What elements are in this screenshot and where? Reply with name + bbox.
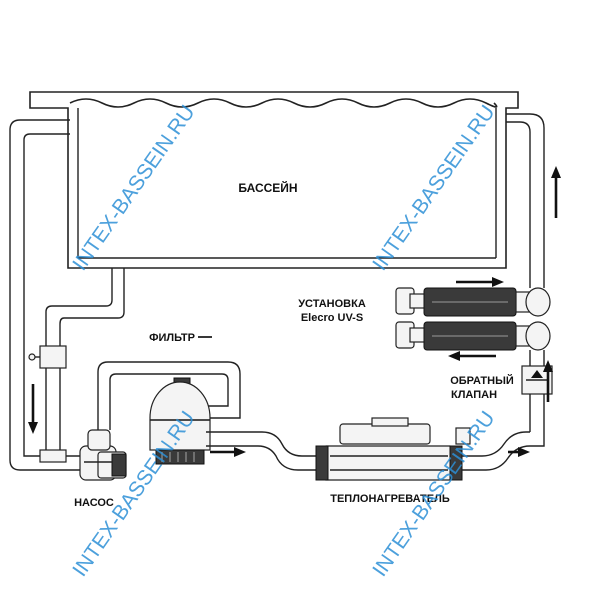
arrow-right-filter-out bbox=[210, 447, 246, 457]
arrow-up-check-valve bbox=[543, 360, 553, 402]
pool: БАССЕЙН bbox=[29, 91, 519, 269]
check-valve-label-line2: КЛАПАН bbox=[451, 389, 497, 401]
heater: ТЕПЛОНАГРЕВАТЕЛЬ bbox=[315, 417, 471, 505]
filter-label: ФИЛЬТР bbox=[149, 332, 195, 344]
return-pipe bbox=[506, 113, 545, 288]
arrow-up-return bbox=[551, 166, 561, 218]
pump: НАСОС bbox=[74, 429, 127, 509]
left-pipe bbox=[9, 119, 125, 471]
check-valve-label-line1: ОБРАТНЫЙ bbox=[450, 374, 514, 387]
uv-label-line2: Elecro UV-S bbox=[301, 312, 363, 324]
arrow-right-heater-out bbox=[508, 447, 530, 457]
arrow-down-left bbox=[28, 384, 38, 434]
pump-to-filter-pipe bbox=[97, 361, 241, 430]
uv-unit-bottom bbox=[395, 321, 551, 351]
pool-label: БАССЕЙН bbox=[238, 180, 297, 195]
pump-label: НАСОС bbox=[74, 497, 114, 509]
left-valve bbox=[28, 345, 67, 369]
heater-label: ТЕПЛОНАГРЕВАТЕЛЬ bbox=[330, 493, 450, 505]
sand-filter: ФИЛЬТР bbox=[149, 332, 212, 465]
arrow-left-uv-bottom bbox=[448, 351, 496, 361]
uv-label-line1: УСТАНОВКА bbox=[298, 298, 366, 310]
check-valve-label: ОБРАТНЫЙ КЛАПАН bbox=[450, 374, 514, 401]
flow-arrows bbox=[28, 166, 561, 457]
arrow-right-uv-top bbox=[456, 277, 504, 287]
water-surface-wave bbox=[69, 98, 498, 108]
uv-unit-top bbox=[395, 287, 551, 317]
uv-label: УСТАНОВКА Elecro UV-S bbox=[298, 298, 366, 324]
filter-to-heater-pipe bbox=[206, 431, 318, 471]
heater-to-riser-pipe bbox=[462, 430, 545, 471]
